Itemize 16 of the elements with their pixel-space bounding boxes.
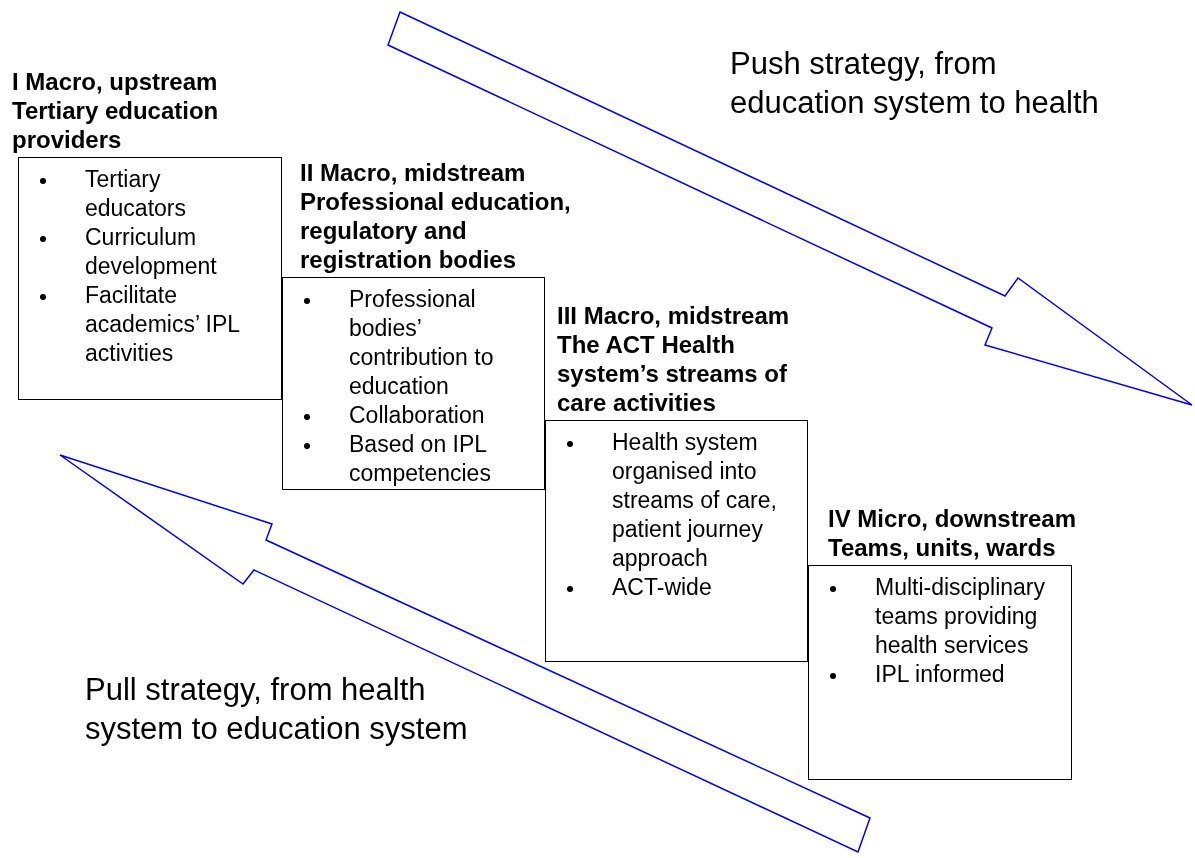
strategy-label: Pull strategy, from health system to education system <box>85 671 469 748</box>
bullet-text: Professional bodies’ contribution to education <box>349 286 494 399</box>
bullet-text: Multi-disciplinary teams providing health services <box>875 574 1045 658</box>
bullet-text: Facilitate academics’ IPL activities <box>85 282 240 366</box>
box-heading: II Macro, midstream Professional education, regulatory and registration bodies <box>300 158 572 274</box>
bullet-text: IPL informed <box>875 661 1005 687</box>
box-heading: I Macro, upstream Tertiary education providers <box>12 67 220 154</box>
bullet-text: Curriculum development <box>85 224 217 279</box>
box-heading: IV Micro, downstream Teams, units, wards <box>828 504 1078 562</box>
bullet-text: ACT-wide <box>612 574 712 600</box>
box-heading: III Macro, midstream The ACT Health system’s streams of care activities <box>557 301 791 417</box>
strategy-label: Push strategy, from education system to health <box>730 45 1100 122</box>
bullet-text: Collaboration <box>349 402 485 428</box>
bullet-text: Based on IPL competencies <box>349 431 491 486</box>
bullet-text: Health system organised into streams of care, patient journey approach <box>612 429 777 571</box>
bullet-text: Tertiary educators <box>85 166 186 221</box>
